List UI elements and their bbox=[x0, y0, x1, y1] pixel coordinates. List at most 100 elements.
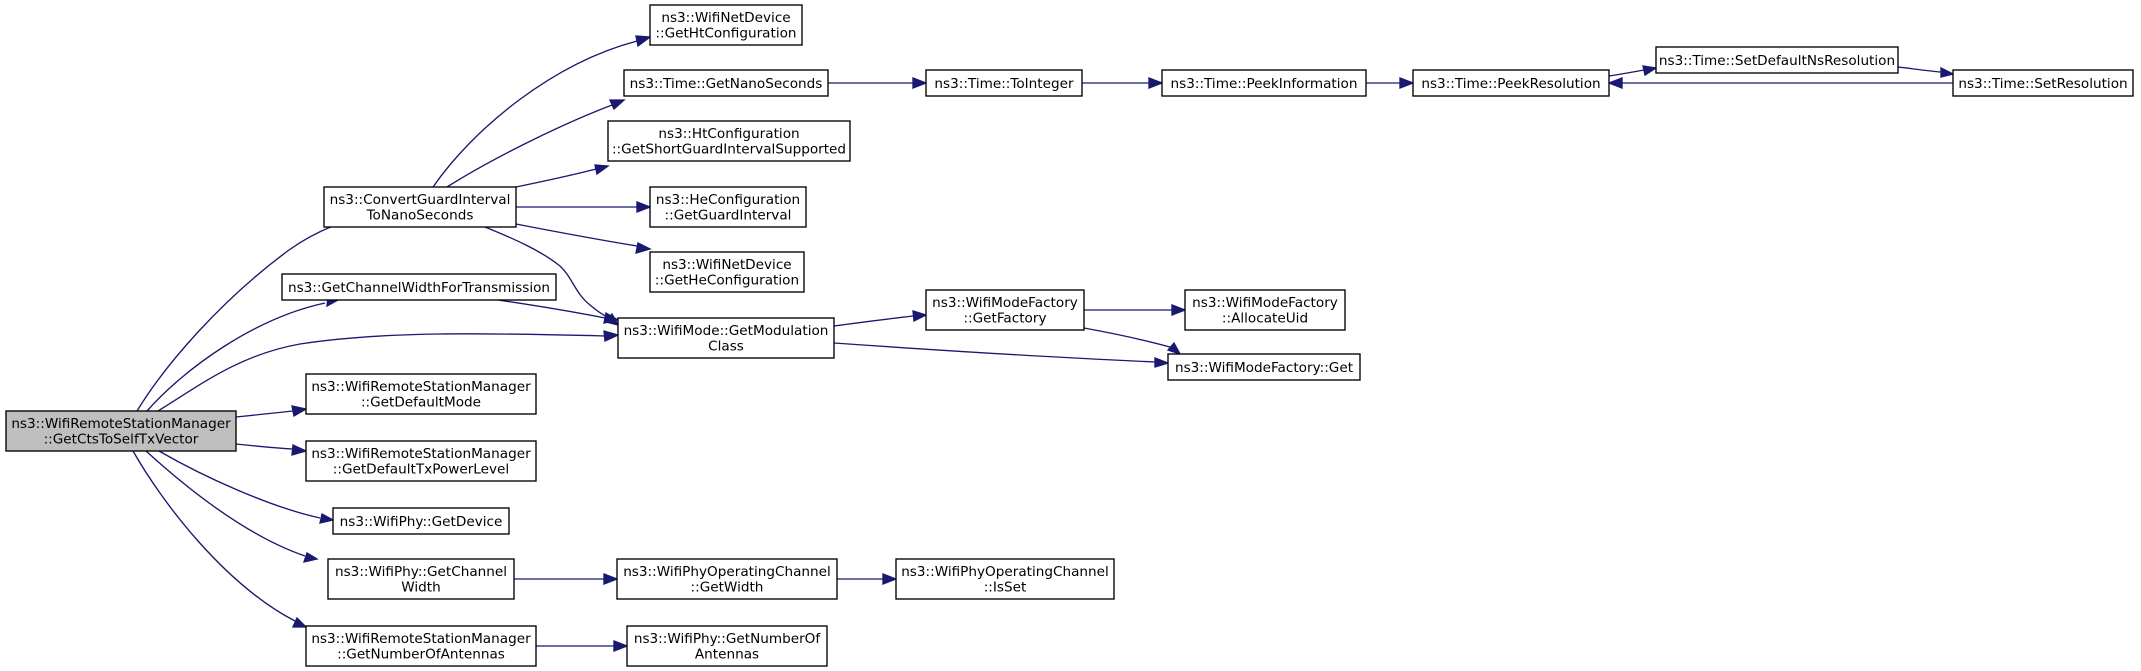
edge-arrowhead bbox=[613, 640, 629, 652]
node-op-is-set[interactable]: ns3::WifiPhyOperatingChannel::IsSet bbox=[895, 558, 1115, 600]
call-edges bbox=[132, 35, 1955, 652]
edge-convert_gi-to-nd_get_ht bbox=[432, 35, 652, 188]
node-box bbox=[332, 507, 510, 535]
node-mf-get[interactable]: ns3::WifiModeFactory::Get bbox=[1167, 353, 1361, 381]
edge-arrowhead bbox=[912, 310, 928, 323]
node-label-line: ns3::WifiRemoteStationManager bbox=[311, 631, 531, 647]
edge-mf_get_factory-to-mf_allocate_uid bbox=[1084, 304, 1187, 316]
edge-mode_get_mod_class-to-mf_get bbox=[833, 342, 1171, 368]
node-label-line: ::AllocateUid bbox=[1222, 311, 1308, 327]
node-label-line: ns3::Time::PeekInformation bbox=[1171, 76, 1358, 92]
edge-arrowhead bbox=[912, 77, 928, 89]
node-time-set-res[interactable]: ns3::Time::SetResolution bbox=[1952, 69, 2134, 97]
node-ht-sgi[interactable]: ns3::HtConfiguration::GetShortGuardInter… bbox=[607, 120, 851, 162]
edge-line bbox=[446, 104, 613, 188]
node-label-line: ::GetHtConfiguration bbox=[655, 26, 796, 42]
node-box bbox=[1952, 69, 2134, 97]
node-label-line: ns3::WifiPhy::GetDevice bbox=[340, 514, 503, 530]
edge-line bbox=[145, 450, 306, 557]
edge-arrowhead bbox=[1154, 357, 1171, 368]
node-time-to-integer[interactable]: ns3::Time::ToInteger bbox=[925, 69, 1083, 97]
edge-mf_get_factory-to-mf_get bbox=[1083, 327, 1182, 356]
node-op-get-width[interactable]: ns3::WifiPhyOperatingChannel::GetWidth bbox=[616, 558, 838, 600]
edge-line bbox=[833, 315, 914, 327]
node-root[interactable]: ns3::WifiRemoteStationManager::GetCtsToS… bbox=[5, 410, 237, 452]
edge-arrowhead bbox=[291, 443, 308, 456]
edge-arrowhead bbox=[594, 164, 610, 176]
edge-arrowhead bbox=[635, 242, 652, 254]
edge-line bbox=[497, 299, 606, 319]
node-box bbox=[649, 186, 807, 228]
edge-time_set_res-to-time_peek_res bbox=[1607, 77, 1953, 89]
edge-convert_gi-to-ht_sgi bbox=[515, 164, 610, 188]
node-phy-num-antennas[interactable]: ns3::WifiPhy::GetNumberOfAntennas bbox=[626, 625, 828, 667]
node-label-line: Antennas bbox=[695, 647, 759, 663]
node-label-line: ns3::WifiRemoteStationManager bbox=[11, 416, 231, 432]
node-nd-get-ht[interactable]: ns3::WifiNetDevice::GetHtConfiguration bbox=[649, 4, 803, 46]
edge-arrowhead bbox=[319, 512, 335, 524]
edge-root-to-phy_get_device bbox=[158, 450, 335, 524]
node-label-line: ::GetFactory bbox=[963, 311, 1046, 327]
edge-arrowhead bbox=[603, 573, 619, 585]
node-label-line: ns3::Time::ToInteger bbox=[934, 76, 1074, 92]
node-he-gi[interactable]: ns3::HeConfiguration::GetGuardInterval bbox=[649, 186, 807, 228]
node-label-line: ns3::WifiRemoteStationManager bbox=[311, 379, 531, 395]
edge-line bbox=[1897, 66, 1942, 73]
node-time-peek-res[interactable]: ns3::Time::PeekResolution bbox=[1412, 69, 1610, 97]
edge-arrowhead bbox=[1607, 77, 1623, 89]
node-mf-allocate-uid[interactable]: ns3::WifiModeFactory::AllocateUid bbox=[1184, 289, 1346, 331]
node-label-line: ns3::WifiModeFactory bbox=[1192, 295, 1338, 311]
node-box bbox=[626, 625, 828, 667]
node-label-line: ::GetDefaultMode bbox=[361, 395, 481, 411]
node-box bbox=[1655, 46, 1899, 74]
node-label-line: Width bbox=[401, 580, 441, 596]
edge-arrowhead bbox=[1940, 66, 1955, 78]
node-get-cw-tx[interactable]: ns3::GetChannelWidthForTransmission bbox=[281, 273, 557, 301]
node-time-get-ns[interactable]: ns3::Time::GetNanoSeconds bbox=[623, 69, 829, 97]
edge-arrowhead bbox=[636, 201, 652, 213]
node-label-line: ::GetWidth bbox=[691, 580, 764, 596]
node-rsm-default-mode[interactable]: ns3::WifiRemoteStationManager::GetDefaul… bbox=[305, 373, 537, 415]
node-label-line: ToNanoSeconds bbox=[366, 208, 474, 224]
node-box bbox=[925, 289, 1085, 331]
node-rsm-default-txpower[interactable]: ns3::WifiRemoteStationManager::GetDefaul… bbox=[305, 440, 537, 482]
edge-time_get_ns-to-time_to_integer bbox=[828, 77, 928, 89]
node-nd-get-he[interactable]: ns3::WifiNetDevice::GetHeConfiguration bbox=[649, 251, 805, 293]
node-rsm-num-antennas[interactable]: ns3::WifiRemoteStationManager::GetNumber… bbox=[305, 625, 537, 667]
edge-root-to-mode_get_mod_class bbox=[157, 330, 620, 412]
node-phy-get-device[interactable]: ns3::WifiPhy::GetDevice bbox=[332, 507, 510, 535]
edge-line bbox=[235, 443, 294, 450]
edge-line bbox=[515, 168, 597, 188]
edge-time_to_integer-to-time_peek_info bbox=[1082, 77, 1164, 89]
edge-arrowhead bbox=[603, 311, 620, 324]
node-label-line: ::GetDefaultTxPowerLevel bbox=[333, 462, 509, 478]
node-time-peek-info[interactable]: ns3::Time::PeekInformation bbox=[1161, 69, 1367, 97]
node-label-line: ::GetCtsToSelfTxVector bbox=[44, 432, 199, 448]
edge-mode_get_mod_class-to-mf_get_factory bbox=[833, 310, 928, 327]
node-time-set-default-ns[interactable]: ns3::Time::SetDefaultNsResolution bbox=[1655, 46, 1899, 74]
edge-line bbox=[132, 450, 296, 622]
edge-convert_gi-to-nd_get_he bbox=[515, 223, 652, 254]
edge-line bbox=[1608, 69, 1645, 77]
edge-arrowhead bbox=[635, 35, 652, 48]
call-nodes: ns3::WifiRemoteStationManager::GetCtsToS… bbox=[5, 4, 2134, 667]
node-label-line: ns3::WifiPhyOperatingChannel bbox=[901, 564, 1109, 580]
node-box bbox=[1184, 289, 1346, 331]
edge-line bbox=[146, 302, 326, 412]
node-mf-get-factory[interactable]: ns3::WifiModeFactory::GetFactory bbox=[925, 289, 1085, 331]
node-box bbox=[925, 69, 1083, 97]
edge-arrowhead bbox=[1642, 65, 1658, 77]
node-label-line: ns3::WifiPhyOperatingChannel bbox=[623, 564, 831, 580]
node-label-line: ::GetGuardInterval bbox=[665, 208, 792, 224]
node-box bbox=[1167, 353, 1361, 381]
node-phy-get-cw[interactable]: ns3::WifiPhy::GetChannelWidth bbox=[327, 558, 515, 600]
edge-line bbox=[157, 333, 606, 412]
edge-convert_gi-to-he_gi bbox=[516, 201, 652, 213]
node-label-line: ns3::WifiNetDevice bbox=[661, 10, 790, 26]
node-label-line: ns3::Time::GetNanoSeconds bbox=[630, 76, 823, 92]
edge-phy_get_cw-to-op_get_width bbox=[514, 573, 619, 585]
edge-line bbox=[432, 40, 638, 188]
node-label-line: ns3::GetChannelWidthForTransmission bbox=[288, 280, 550, 296]
